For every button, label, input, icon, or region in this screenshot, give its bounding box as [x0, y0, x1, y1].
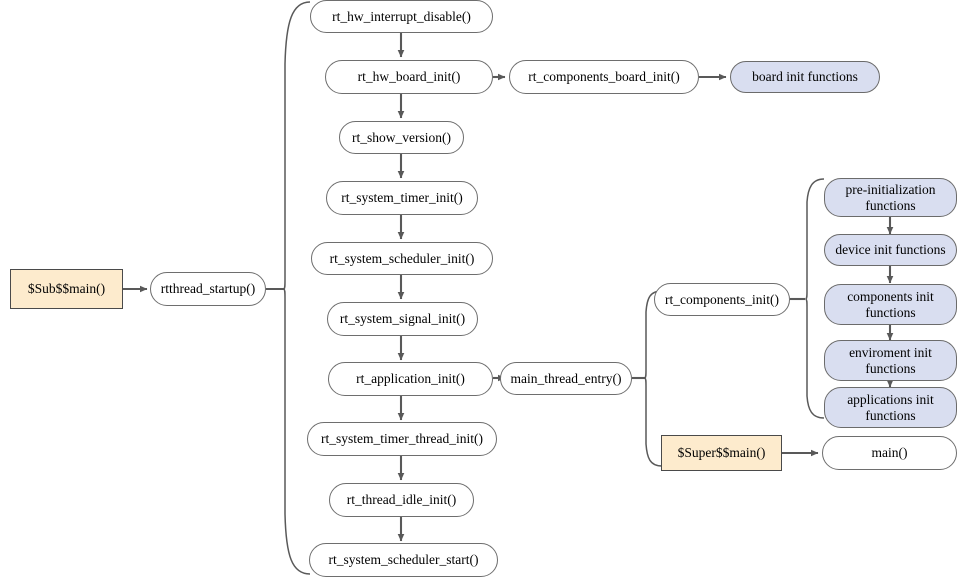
node-stage-applications-init-functions[interactable]: applications init functions	[824, 387, 957, 428]
node-board-init-functions[interactable]: board init functions	[730, 61, 880, 93]
node-rt-show-version[interactable]: rt_show_version()	[339, 121, 464, 154]
node-rt-components-init[interactable]: rt_components_init()	[654, 283, 790, 316]
node-rt-components-board-init[interactable]: rt_components_board_init()	[509, 60, 699, 94]
node-rt-application-init[interactable]: rt_application_init()	[328, 362, 493, 396]
brace-components-init-stages	[804, 178, 825, 419]
node-sub-main[interactable]: $Sub$$main()	[10, 269, 123, 309]
node-rt-system-scheduler-start[interactable]: rt_system_scheduler_start()	[309, 543, 498, 577]
node-main[interactable]: main()	[822, 436, 957, 470]
node-rt-hw-interrupt-disable[interactable]: rt_hw_interrupt_disable()	[310, 0, 493, 33]
node-main-thread-entry[interactable]: main_thread_entry()	[500, 362, 632, 395]
node-rt-thread-idle-init[interactable]: rt_thread_idle_init()	[329, 483, 474, 517]
node-rtthread-startup[interactable]: rtthread_startup()	[150, 272, 266, 306]
node-stage-components-init-functions[interactable]: components init functions	[824, 284, 957, 325]
node-rt-system-timer-thread-init[interactable]: rt_system_timer_thread_init()	[307, 422, 497, 456]
node-stage-pre-initialization-functions[interactable]: pre-initialization functions	[824, 178, 957, 217]
node-rt-hw-board-init[interactable]: rt_hw_board_init()	[325, 60, 493, 94]
brace-startup-chain	[282, 1, 311, 575]
node-super-main[interactable]: $Super$$main()	[661, 435, 782, 471]
node-stage-device-init-functions[interactable]: device init functions	[824, 234, 957, 266]
node-stage-enviroment-init-functions[interactable]: enviroment init functions	[824, 340, 957, 381]
node-rt-system-signal-init[interactable]: rt_system_signal_init()	[327, 302, 478, 336]
node-rt-system-timer-init[interactable]: rt_system_timer_init()	[326, 181, 478, 215]
brace-main-thread-entry	[643, 290, 663, 467]
node-rt-system-scheduler-init[interactable]: rt_system_scheduler_init()	[311, 242, 493, 275]
